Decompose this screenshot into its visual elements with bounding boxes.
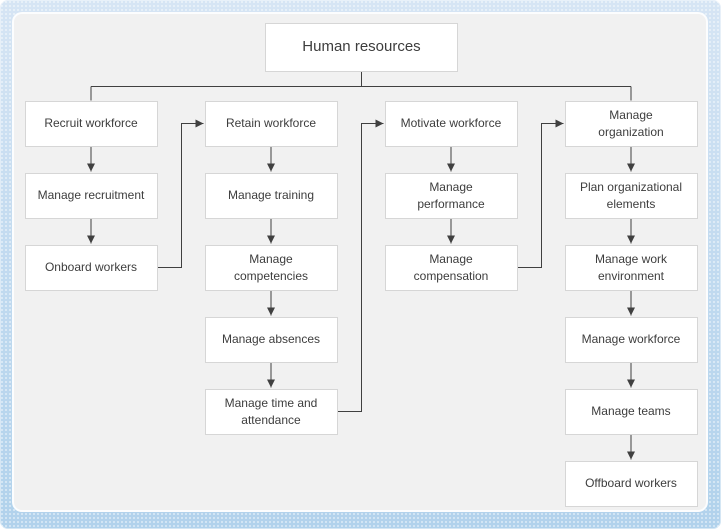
- node-plan-organizational-elements: Plan organizational elements: [564, 172, 698, 219]
- edge-onboard-workers--retain-workforce: [157, 119, 204, 268]
- node-manage-time-attendance: Manage time and attendance: [204, 388, 338, 435]
- node-retain-workforce: Retain workforce: [204, 100, 338, 147]
- node-manage-organization: Manage organization: [564, 100, 698, 147]
- node-motivate-workforce: Motivate workforce: [384, 100, 518, 147]
- node-recruit-workforce: Recruit workforce: [24, 100, 158, 147]
- edge-manage-compensation--manage-organization: [517, 119, 564, 268]
- node-human-resources: Human resources: [265, 23, 458, 72]
- node-offboard-workers: Offboard workers: [564, 460, 698, 507]
- node-manage-training: Manage training: [204, 172, 338, 219]
- node-manage-work-environment: Manage work environment: [564, 244, 698, 291]
- node-manage-absences: Manage absences: [204, 316, 338, 363]
- edge-manage-time-attendance--motivate-workforce: [337, 119, 384, 412]
- node-manage-competencies: Manage competencies: [204, 244, 338, 291]
- node-manage-workforce: Manage workforce: [564, 316, 698, 363]
- node-manage-teams: Manage teams: [564, 388, 698, 435]
- node-manage-compensation: Manage compensation: [384, 244, 518, 291]
- node-manage-performance: Manage performance: [384, 172, 518, 219]
- node-manage-recruitment: Manage recruitment: [24, 172, 158, 219]
- node-onboard-workers: Onboard workers: [24, 244, 158, 291]
